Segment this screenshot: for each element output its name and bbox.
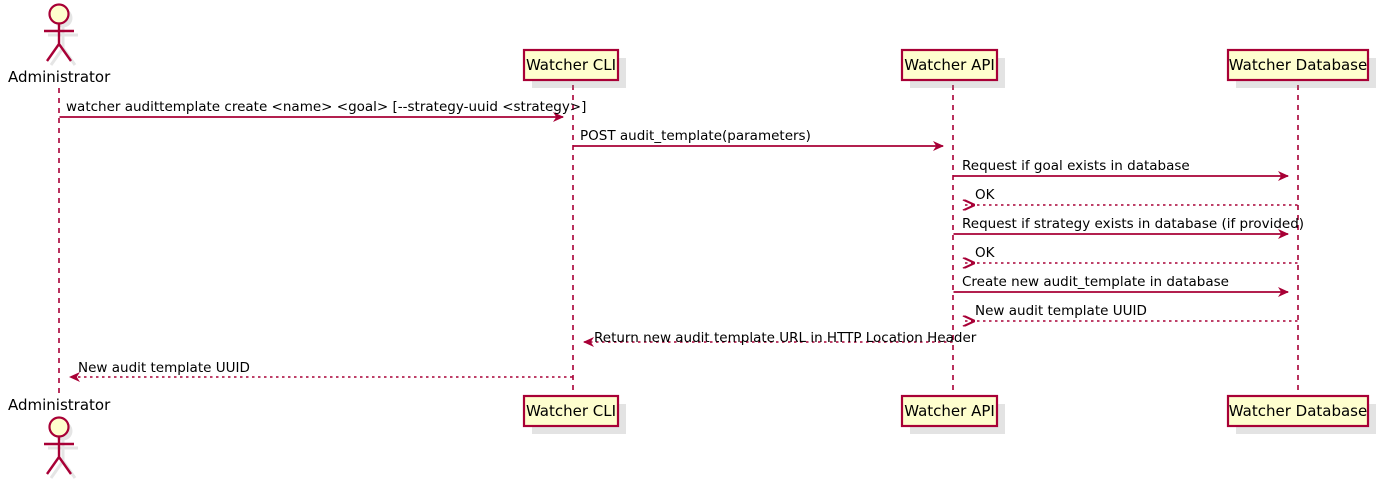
participant-label-watcher-cli-bottom: Watcher CLI: [525, 402, 617, 420]
message-label-9: Return new audit template URL in HTTP Lo…: [594, 330, 977, 346]
participant-label-watcher-database-top: Watcher Database: [1228, 56, 1368, 74]
lifelines: [58, 85, 1299, 396]
participant-label-watcher-api-bottom: Watcher API: [904, 402, 995, 420]
participant-label-watcher-api-top: Watcher API: [904, 56, 995, 74]
message-label-2: POST audit_template(parameters): [580, 128, 811, 144]
message-arrows: [59, 112, 1298, 382]
message-label-7: Create new audit_template in database: [962, 274, 1229, 290]
actor-label-administrator-bottom: Administrator: [8, 396, 111, 414]
message-label-3: Request if goal exists in database: [962, 158, 1190, 174]
message-label-10: New audit template UUID: [78, 360, 250, 376]
message-label-4: OK: [975, 187, 995, 203]
participant-label-watcher-cli-top: Watcher CLI: [525, 56, 617, 74]
participant-boxes-top: [522, 48, 1376, 88]
actor-administrator-bottom: [44, 416, 78, 479]
participant-label-watcher-database-bottom: Watcher Database: [1228, 402, 1368, 420]
actor-administrator-top: [44, 3, 78, 66]
message-label-8: New audit template UUID: [975, 303, 1147, 319]
message-label-6: OK: [975, 245, 995, 261]
actor-label-administrator-top: Administrator: [8, 68, 111, 86]
message-label-5: Request if strategy exists in database (…: [962, 216, 1305, 232]
participant-boxes-bottom: [522, 394, 1376, 434]
message-label-1: watcher audittemplate create <name> <goa…: [66, 99, 587, 115]
